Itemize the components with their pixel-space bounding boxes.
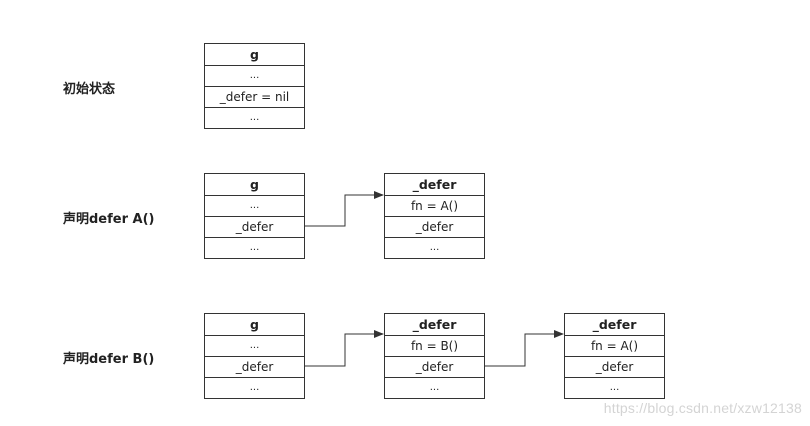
box-field: ... xyxy=(385,237,484,258)
box-field: _defer = nil xyxy=(205,86,304,107)
row-label-defer-a: 声明defer A() xyxy=(63,212,155,227)
box-field: ... xyxy=(205,335,304,356)
box-header: g xyxy=(250,47,259,62)
box-header: g xyxy=(250,177,259,192)
defer-struct-box: _defer fn = A() _defer ... xyxy=(564,313,665,399)
box-header: _defer xyxy=(592,317,637,332)
box-field: ... xyxy=(205,237,304,258)
box-field: _defer xyxy=(385,356,484,377)
pointer-arrow xyxy=(305,191,384,227)
box-header: _defer xyxy=(412,317,457,332)
box-field: ... xyxy=(205,195,304,216)
box-field: ... xyxy=(385,377,484,398)
box-field: ... xyxy=(565,377,664,398)
box-field: _defer xyxy=(565,356,664,377)
box-field: fn = B() xyxy=(385,335,484,356)
box-field: _defer xyxy=(205,216,304,237)
defer-struct-box: _defer fn = A() _defer ... xyxy=(384,173,485,259)
box-field: _defer xyxy=(385,216,484,237)
box-field: ... xyxy=(205,65,304,86)
box-header: g xyxy=(250,317,259,332)
box-field: fn = A() xyxy=(565,335,664,356)
row-label-initial: 初始状态 xyxy=(63,82,116,97)
box-field: ... xyxy=(205,107,304,128)
box-field: _defer xyxy=(205,356,304,377)
box-field: fn = A() xyxy=(385,195,484,216)
g-struct-box: g ... _defer = nil ... xyxy=(204,43,305,129)
g-struct-box: g ... _defer ... xyxy=(204,313,305,399)
watermark: https://blog.csdn.net/xzw12138 xyxy=(603,400,802,416)
box-header: _defer xyxy=(412,177,457,192)
g-struct-box: g ... _defer ... xyxy=(204,173,305,259)
defer-struct-box: _defer fn = B() _defer ... xyxy=(384,313,485,399)
row-label-defer-b: 声明defer B() xyxy=(63,352,155,367)
box-field: ... xyxy=(205,377,304,398)
pointer-arrow xyxy=(305,330,384,367)
pointer-arrow xyxy=(485,330,564,367)
